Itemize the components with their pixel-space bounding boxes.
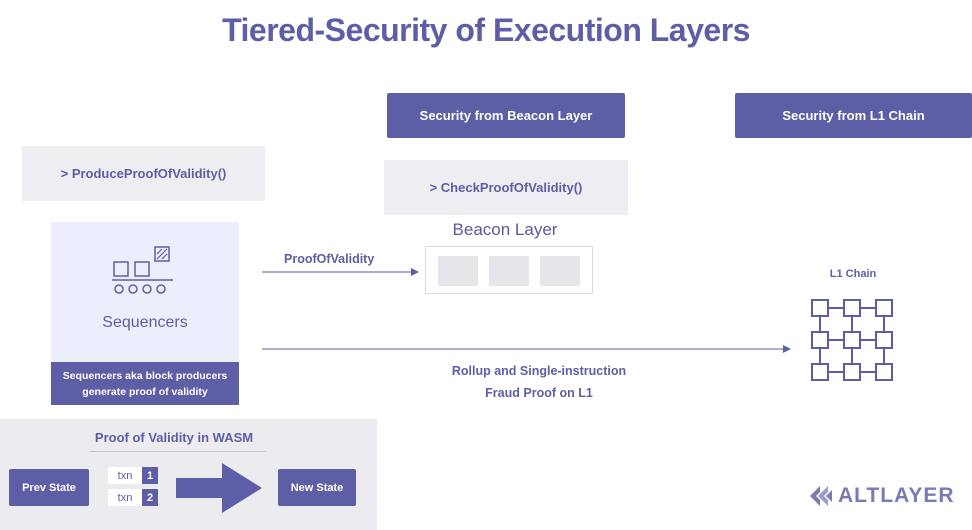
sequencers-panel: Sequencers [51,222,239,362]
txn-item: txn 1 [108,467,158,484]
sequencer-conveyor-icon [112,246,173,294]
beacon-layer-title: Beacon Layer [452,220,558,239]
wasm-title: Proof of Validity in WASM [94,430,254,445]
altlayer-logo-icon [810,486,832,506]
new-state-label: New State [290,481,344,494]
proof-arrow-label: ProofOfValidity [284,252,375,266]
beacon-security-header: Security from Beacon Layer [387,93,625,138]
produce-proof-function: > ProduceProofOfValidity() [22,146,265,201]
new-state-box: New State [278,469,356,506]
big-right-arrow-icon [176,463,262,513]
altlayer-logo-text: ALTLAYER [838,484,955,507]
check-proof-function-label: > CheckProofOfValidity() [429,180,583,195]
rollup-arrow-label: Rollup and Single-instruction Fraud Proo… [400,360,678,404]
wasm-title-underline [90,451,266,452]
sequencers-label: Sequencers [102,314,188,331]
rollup-arrow-label-line1: Rollup and Single-instruction [451,364,627,378]
sequencers-description-line2: generate proof of validity [82,385,208,398]
l1-chain-label: L1 Chain [829,268,877,280]
txn-item: txn 2 [108,489,158,506]
page-title: Tiered-Security of Execution Layers [222,12,750,48]
beacon-block [489,256,529,286]
prev-state-label: Prev State [22,481,76,494]
l1-security-header: Security from L1 Chain [735,93,972,138]
beacon-layer-box [425,246,593,294]
txn-number: 2 [142,489,158,506]
beacon-block [540,256,580,286]
prev-state-box: Prev State [9,469,89,506]
wasm-panel: Proof of Validity in WASM Prev State txn… [0,419,377,530]
sequencers-description-line1: Sequencers aka block producers [62,369,228,382]
txn-label: txn [108,467,142,484]
sequencers-description: Sequencers aka block producers generate … [51,362,239,405]
txn-label: txn [108,489,142,506]
beacon-block [438,256,478,286]
txn-list: txn 1 txn 2 [108,467,158,506]
rollup-arrow-label-line2: Fraud Proof on L1 [485,386,593,400]
l1-chain-grid-icon [811,299,893,381]
txn-number: 1 [142,467,158,484]
altlayer-logo: ALTLAYER [808,484,955,508]
beacon-security-header-label: Security from Beacon Layer [419,108,593,123]
l1-security-header-label: Security from L1 Chain [782,108,925,123]
produce-proof-function-label: > ProduceProofOfValidity() [60,166,227,181]
check-proof-function: > CheckProofOfValidity() [384,160,628,215]
